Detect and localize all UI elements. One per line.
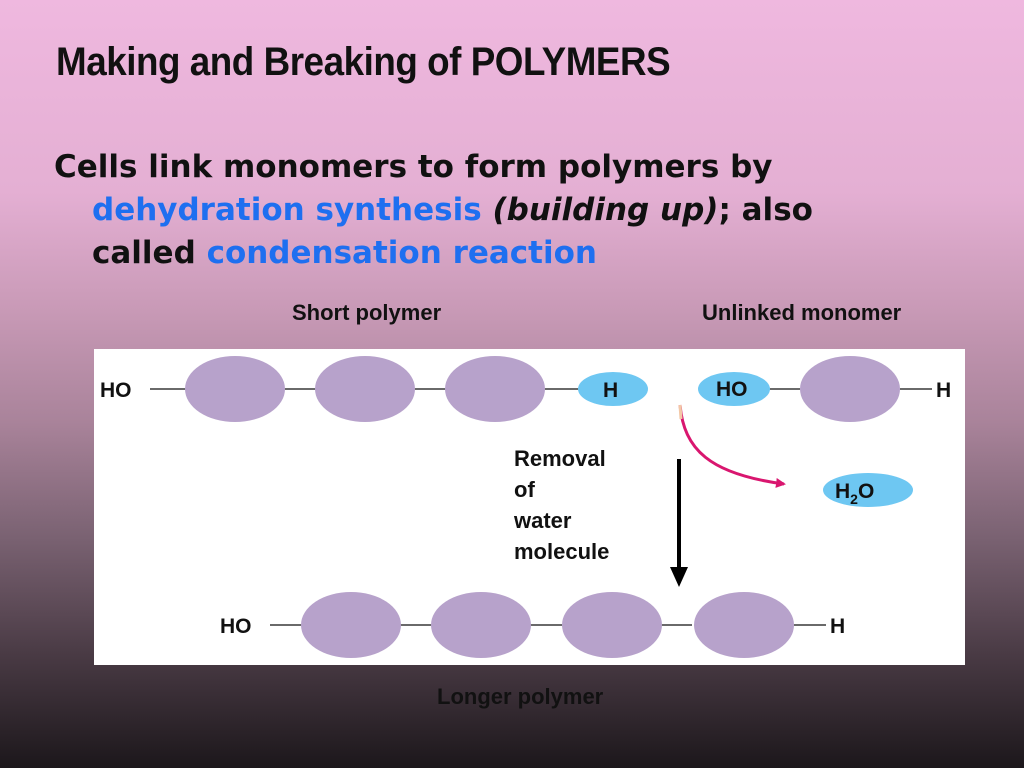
reaction-arrow-head — [670, 567, 688, 587]
term-condensation-reaction: condensation reaction — [206, 235, 597, 271]
slide-title: Making and Breaking of POLYMERS — [56, 40, 671, 84]
body-text-called: called — [92, 235, 207, 271]
removal-line: Removal — [514, 446, 606, 471]
h-group-bottom: H — [830, 615, 845, 638]
water-bubble — [823, 473, 913, 507]
ho-group-left: HO — [100, 379, 132, 402]
label-short-polymer: Short polymer — [292, 300, 442, 325]
body-text-space — [482, 192, 493, 228]
monomer-unit — [431, 592, 531, 658]
water-subscript: 2 — [850, 491, 858, 507]
monomer-unit — [800, 356, 900, 422]
ho-bubble — [698, 372, 770, 406]
water-molecule-text: H2O — [835, 480, 874, 507]
h-group-right: H — [936, 379, 951, 402]
label-longer-polymer: Longer polymer — [437, 684, 604, 709]
water-release-arrow — [678, 404, 786, 488]
building-up-note: (building up) — [492, 192, 719, 228]
reaction-diagram-panel: HO H HO H H2O HO H Rem — [94, 349, 965, 665]
monomer-unit — [562, 592, 662, 658]
body-text-line1: Cells link monomers to form polymers by — [54, 149, 773, 185]
removal-of-water-label: Removal of water molecule — [514, 443, 609, 567]
term-dehydration-synthesis: dehydration synthesis — [92, 192, 482, 228]
removal-line: molecule — [514, 539, 610, 564]
arrow-tail-highlight — [678, 404, 683, 420]
h-bubble-text: H — [603, 379, 618, 402]
monomer-unit — [185, 356, 285, 422]
monomer-unit — [445, 356, 545, 422]
removal-line: of — [514, 477, 535, 502]
h-bubble — [578, 372, 648, 406]
ho-bubble-text: HO — [716, 378, 748, 401]
water-h: H — [835, 480, 850, 503]
water-o: O — [858, 480, 874, 503]
removal-line: water — [514, 508, 572, 533]
ho-group-bottom: HO — [220, 615, 252, 638]
slide-body-text: Cells link monomers to form polymers by … — [54, 146, 992, 275]
monomer-unit — [694, 592, 794, 658]
monomer-unit — [315, 356, 415, 422]
monomer-unit — [301, 592, 401, 658]
body-text-also: ; also — [718, 192, 813, 228]
label-unlinked-monomer: Unlinked monomer — [702, 300, 902, 325]
reaction-diagram: HO H HO H H2O HO H — [100, 356, 951, 658]
